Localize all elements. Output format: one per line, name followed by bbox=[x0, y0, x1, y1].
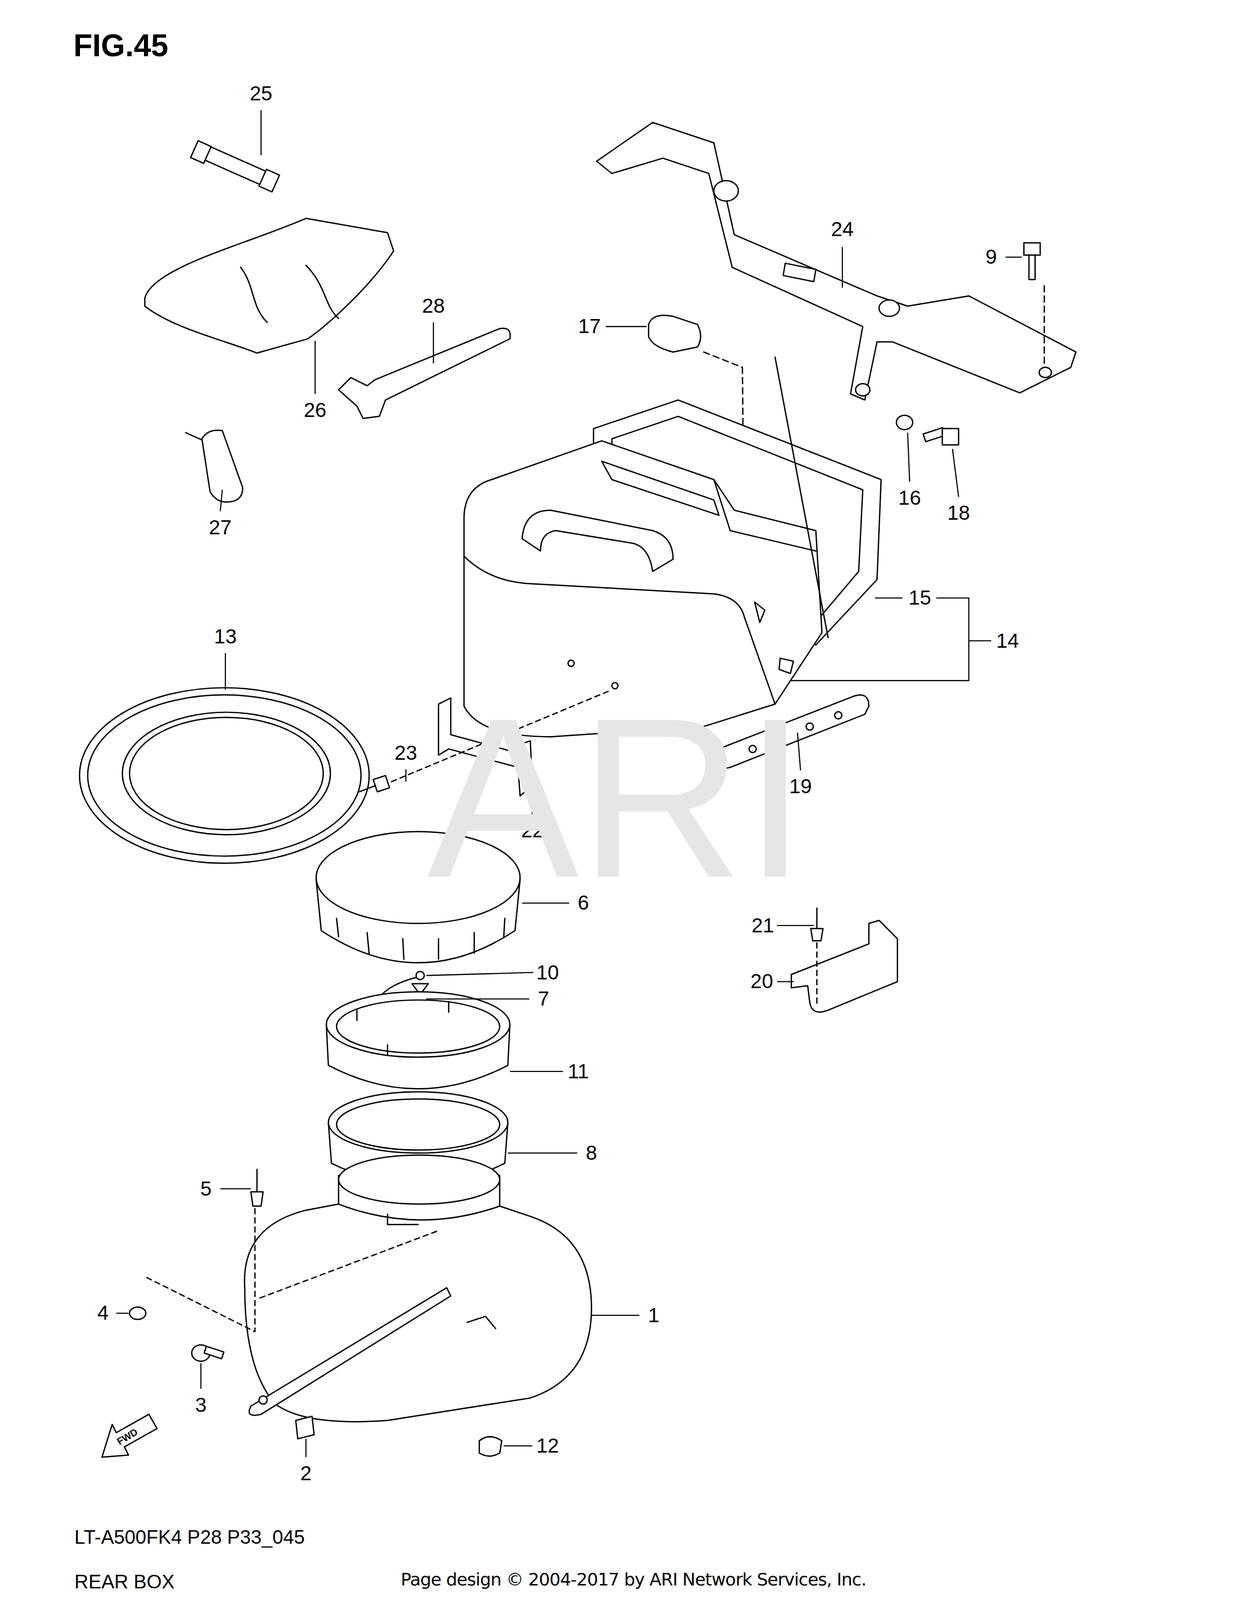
watermark: ARI bbox=[427, 666, 808, 930]
leader-lines bbox=[116, 110, 1022, 1457]
callout-number: 5 bbox=[200, 1176, 212, 1201]
tool-bag bbox=[144, 218, 394, 353]
rivet bbox=[251, 1169, 264, 1206]
rivet bbox=[810, 907, 824, 941]
callout-number: 7 bbox=[538, 986, 550, 1011]
callout-number: 3 bbox=[195, 1393, 207, 1417]
callout-number: 24 bbox=[831, 217, 855, 241]
callout-number: 20 bbox=[750, 969, 774, 993]
callout-number: 8 bbox=[586, 1140, 598, 1165]
strap bbox=[190, 140, 280, 192]
housing bbox=[244, 1154, 592, 1422]
callout-number: 28 bbox=[422, 294, 445, 318]
grip bbox=[185, 429, 243, 502]
callout-number: 25 bbox=[249, 81, 273, 106]
callout-number: 16 bbox=[898, 486, 921, 510]
model-code: LT-A500FK4 P28 P33_045 bbox=[74, 1525, 305, 1548]
callout-number: 4 bbox=[97, 1300, 109, 1325]
callout-number: 9 bbox=[985, 245, 997, 269]
callout-number: 18 bbox=[947, 501, 970, 525]
lock-ring bbox=[326, 991, 510, 1089]
bolt bbox=[1023, 242, 1041, 280]
copyright-note: Page design © 2004-2017 by ARI Network S… bbox=[400, 1568, 867, 1589]
washer bbox=[129, 1306, 146, 1319]
callout-number: 26 bbox=[303, 398, 327, 422]
clip bbox=[295, 1415, 315, 1439]
bushing bbox=[648, 315, 701, 352]
screw bbox=[923, 427, 959, 445]
callout-number: 27 bbox=[208, 515, 232, 539]
callout-number: 11 bbox=[567, 1059, 589, 1083]
washer bbox=[896, 415, 913, 430]
figure-title: FIG.45 bbox=[73, 28, 169, 64]
callout-number: 23 bbox=[394, 741, 418, 765]
callout-number: 14 bbox=[996, 629, 1019, 653]
callout-number: 17 bbox=[578, 314, 602, 338]
callout-number: 15 bbox=[908, 586, 932, 610]
rivet bbox=[359, 775, 390, 792]
nut bbox=[479, 1436, 502, 1456]
callout-number: 13 bbox=[214, 624, 238, 649]
callout-number: 10 bbox=[536, 960, 559, 984]
callout-number: 2 bbox=[300, 1461, 312, 1485]
ring-seal bbox=[79, 687, 370, 863]
wrench bbox=[338, 328, 511, 419]
bracket bbox=[596, 122, 1077, 400]
figure-name: REAR BOX bbox=[74, 1569, 175, 1593]
callout-number: 1 bbox=[648, 1303, 660, 1327]
forward-arrow bbox=[101, 1413, 158, 1457]
screw bbox=[191, 1344, 224, 1362]
callout-number: 12 bbox=[536, 1433, 559, 1458]
mount-bracket bbox=[791, 919, 898, 1012]
